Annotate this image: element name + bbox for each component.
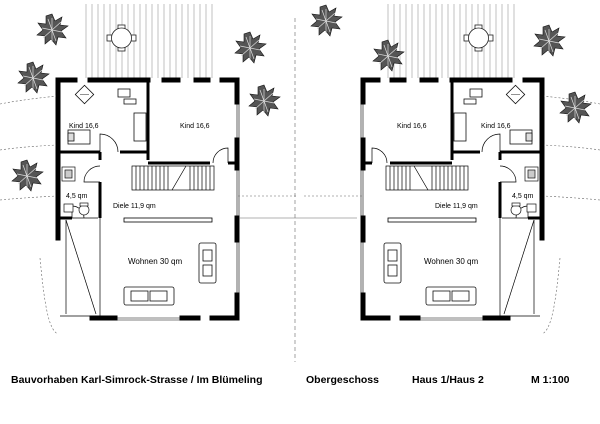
haus1-kind-b-label: Kind 16,6 <box>180 123 210 130</box>
tree-icon <box>559 91 592 124</box>
haus2-bath-label: 4,5 qm <box>512 193 534 200</box>
haus-1-plan: Kind 16,6 Kind 16,6 4,5 qm Diele 11,9 qm… <box>0 4 296 334</box>
project-title: Bauvorhaben Karl-Simrock-Strasse / Im Bl… <box>11 374 263 386</box>
haus2-wohnen-label: Wohnen 30 qm <box>424 257 478 266</box>
tree-icon <box>17 61 50 94</box>
tree-icon <box>372 39 405 72</box>
haus1-wohnen-label: Wohnen 30 qm <box>128 257 182 266</box>
tree-icon <box>234 31 267 64</box>
floor-plan-drawing: Kind 16,6 Kind 16,6 4,5 qm Diele 11,9 qm… <box>0 0 600 362</box>
tree-icon <box>310 4 343 37</box>
haus1-diele-label: Diele 11,9 qm <box>113 203 156 210</box>
scale-label: M 1:100 <box>531 374 570 386</box>
haus2-kind-a-label: Kind 16,6 <box>397 123 427 130</box>
tree-icon <box>248 84 281 117</box>
tree-icon <box>533 24 566 57</box>
haus2-diele-label: Diele 11,9 qm <box>435 203 478 210</box>
haus1-bath-label: 4,5 qm <box>66 193 88 200</box>
haus2-kind-b-label: Kind 16,6 <box>481 123 511 130</box>
tree-icon <box>11 159 44 192</box>
title-block: Bauvorhaben Karl-Simrock-Strasse / Im Bl… <box>0 374 600 390</box>
haus-2-plan: Kind 16,6 Kind 16,6 4,5 qm Diele 11,9 qm… <box>304 4 600 334</box>
floor-title: Obergeschoss <box>306 374 379 386</box>
haus1-kind-a-label: Kind 16,6 <box>69 123 99 130</box>
tree-icon <box>36 13 69 46</box>
houses-title: Haus 1/Haus 2 <box>412 374 484 386</box>
